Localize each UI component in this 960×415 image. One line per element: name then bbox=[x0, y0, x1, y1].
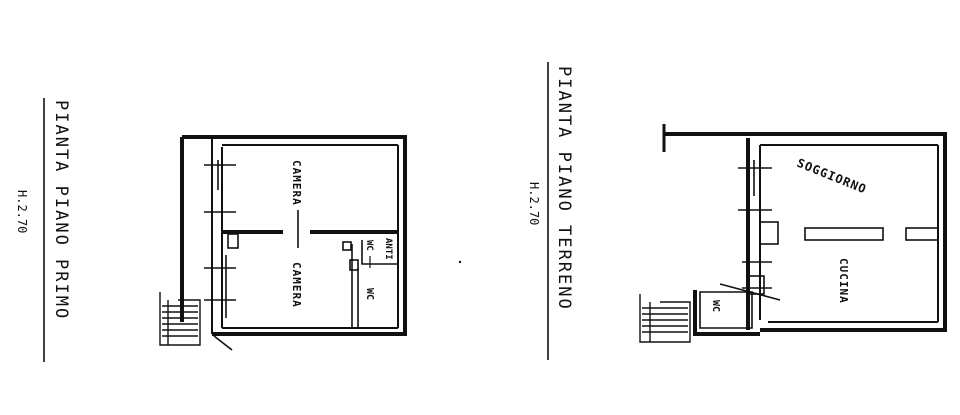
speck bbox=[458, 260, 462, 264]
first-floor-title-block: PIANTA PIANO PRIMO H.2.70 bbox=[15, 98, 71, 362]
column bbox=[342, 241, 352, 251]
wc-room bbox=[699, 291, 753, 329]
first-floor-outer-wall bbox=[182, 135, 407, 336]
partition-stub bbox=[905, 227, 939, 241]
room-label-soggiorno: SOGGIORNO bbox=[795, 156, 869, 197]
kitchen-counter-partition bbox=[804, 227, 884, 241]
ground-floor-staircase bbox=[639, 294, 691, 343]
anti-partition bbox=[361, 240, 398, 265]
door-jamb bbox=[227, 233, 239, 249]
first-floor-height: H.2.70 bbox=[15, 190, 29, 233]
first-floor-staircase bbox=[159, 292, 201, 346]
room-label-wc: WC bbox=[364, 288, 375, 300]
room-label-wc-small: WC bbox=[364, 240, 374, 251]
first-floor-title: PIANTA PIANO PRIMO bbox=[51, 100, 71, 320]
room-label-camera-bottom: CAMERA bbox=[290, 262, 303, 308]
room-label-wc: WC bbox=[710, 300, 721, 312]
ground-floor-title-block: PIANTA PIANO TERRENO H.2.70 bbox=[527, 62, 574, 360]
first-floor-window-marks bbox=[204, 160, 236, 351]
ground-floor-window-marks bbox=[719, 160, 781, 301]
ground-floor-plan: SOGGIORNO CUCINA WC bbox=[639, 124, 947, 343]
first-floor-plan: CAMERA CAMERA ANTI WC WC bbox=[159, 135, 407, 351]
ground-floor-outer-wall bbox=[664, 132, 947, 332]
ground-floor-height: H.2.70 bbox=[527, 182, 541, 225]
column-2 bbox=[349, 259, 359, 271]
room-label-cucina: CUCINA bbox=[837, 258, 850, 304]
room-label-anti: ANTI bbox=[383, 238, 393, 260]
column bbox=[759, 221, 779, 245]
room-label-camera-top: CAMERA bbox=[290, 160, 303, 206]
ground-floor-title: PIANTA PIANO TERRENO bbox=[554, 66, 574, 311]
wc-outer-wall bbox=[693, 290, 760, 336]
